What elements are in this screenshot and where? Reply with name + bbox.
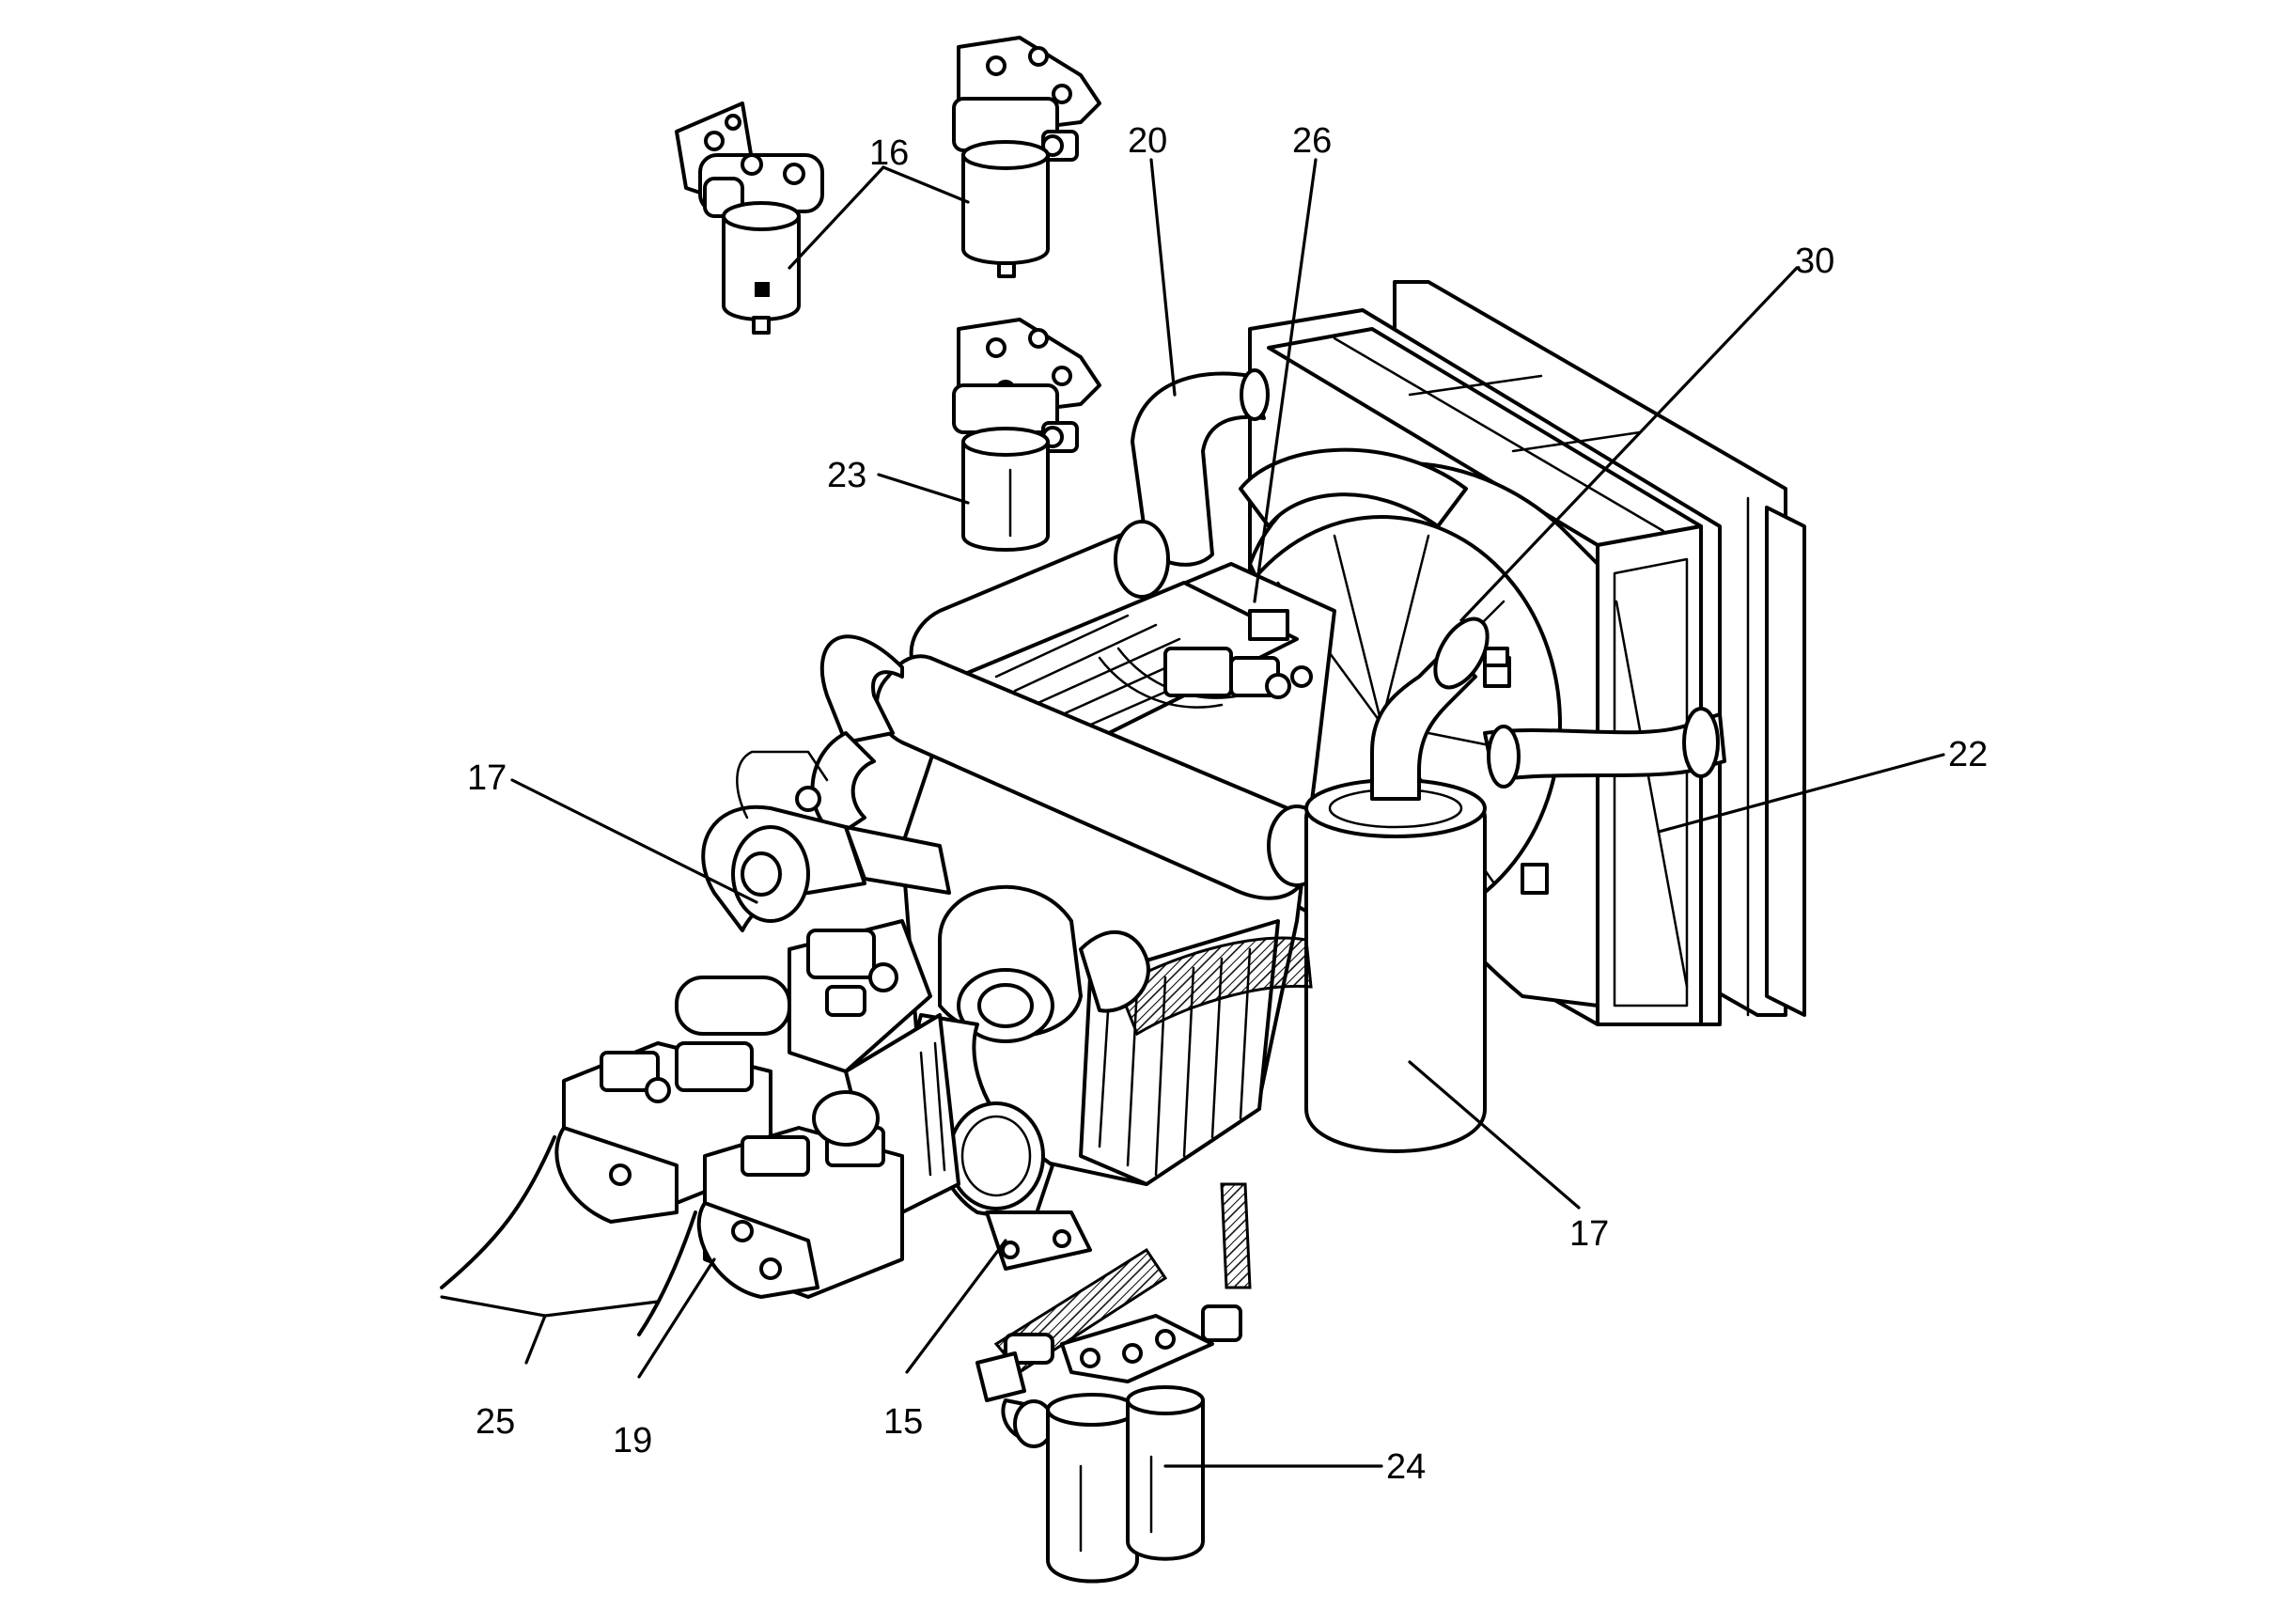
callout-25: 25 — [476, 1402, 515, 1442]
intake-pipe — [909, 368, 1270, 696]
fuel-filter-left — [675, 102, 824, 335]
callout-19: 19 — [613, 1421, 652, 1460]
silencer — [1304, 617, 1726, 1153]
turbocharger — [938, 884, 1313, 1043]
exhaust-manifold — [810, 634, 1327, 900]
fuel-filter-right — [952, 36, 1101, 278]
callout-labels: 16 20 26 30 23 17 22 17 15 19 25 24 — [467, 121, 1988, 1487]
callout-30: 30 — [1795, 242, 1834, 281]
callout-16: 16 — [869, 133, 909, 173]
callout-23: 23 — [827, 456, 866, 495]
hydraulic-pump-lower — [554, 1041, 904, 1299]
air-intake-left — [701, 750, 951, 932]
callout-17-right: 17 — [1569, 1214, 1609, 1254]
callout-17-left: 17 — [467, 758, 507, 798]
callout-20: 20 — [1128, 121, 1167, 161]
callout-22: 22 — [1948, 735, 1988, 774]
callout-15: 15 — [883, 1402, 923, 1442]
gearbox-ribs — [919, 1041, 946, 1177]
leader-lines — [440, 158, 1945, 1468]
callout-26: 26 — [1292, 121, 1332, 161]
pump-hoses — [440, 1135, 697, 1336]
filter-23 — [952, 318, 1101, 552]
injector-lines — [994, 614, 1242, 735]
callout-24: 24 — [1386, 1447, 1426, 1487]
oil-filter-assembly — [975, 1182, 1252, 1584]
